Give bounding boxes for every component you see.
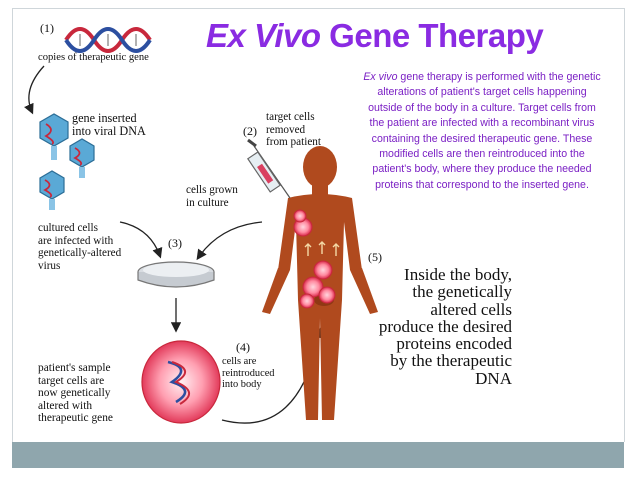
- patient-sample-line: altered with: [38, 399, 93, 412]
- description-italic: Ex vivo: [363, 71, 398, 83]
- cultured-cells-line: genetically-altered: [38, 247, 122, 259]
- step-5-line: proteins encoded: [396, 334, 512, 354]
- virus-icon: [39, 170, 65, 210]
- step-4-line: cells are: [222, 356, 257, 367]
- step-5-line: Inside the body,: [404, 265, 512, 284]
- step-5-line: produce the desired: [378, 316, 512, 336]
- step-4-number: (4): [236, 340, 250, 354]
- step-5-number: (5): [368, 250, 382, 264]
- title-rest: Gene Therapy: [320, 17, 544, 54]
- protein-arrows: [304, 241, 340, 256]
- step-4-line: into body: [222, 379, 262, 390]
- step-2-label: target cells removed from patient: [266, 111, 321, 149]
- step-5-line: DNA: [475, 368, 512, 388]
- patient-sample-line: therapeutic gene: [38, 412, 113, 425]
- step-2-line: removed: [266, 123, 306, 136]
- petri-dish-icon: [137, 261, 215, 288]
- cells-grown-line: in culture: [186, 196, 229, 209]
- step-1-number: (1): [40, 21, 54, 35]
- page-title: Ex Vivo Gene Therapy: [206, 17, 544, 55]
- step-5-line: by the therapeutic: [390, 351, 512, 371]
- step-2-line: target cells: [266, 111, 315, 123]
- cells-grown-line: cells grown: [186, 184, 238, 196]
- step-2-line: from patient: [266, 136, 321, 148]
- human-body-icon: [262, 146, 378, 420]
- patient-sample-label: patient's sample target cells are now ge…: [38, 362, 113, 425]
- step-5-line: the genetically: [412, 282, 512, 302]
- step-3-number: (3): [168, 236, 182, 250]
- virus-icon: [69, 138, 95, 178]
- step-5-line: altered cells: [430, 299, 512, 319]
- patient-sample-line: target cells are: [38, 374, 105, 387]
- patient-sample-line: now genetically: [38, 387, 111, 400]
- cultured-cells-line: cultured cells: [38, 222, 98, 234]
- step-4-line: reintroduced: [222, 367, 275, 379]
- patient-sample-line: patient's sample: [38, 362, 111, 374]
- gene-inserted-line: into viral DNA: [72, 124, 146, 138]
- syringe-icon: [247, 138, 291, 199]
- footer-bar: [12, 442, 624, 468]
- body-cell-icon: [293, 209, 336, 309]
- cells-grown-label: cells grown in culture: [186, 184, 238, 209]
- description-rest: gene therapy is performed with the genet…: [368, 71, 601, 191]
- cultured-cells-line: are infected with: [38, 234, 114, 247]
- cultured-cells-line: virus: [38, 259, 61, 272]
- gene-inserted-line: gene inserted: [72, 111, 137, 125]
- title-italic: Ex Vivo: [206, 17, 321, 54]
- cultured-cells-label: cultured cells are infected with genetic…: [38, 222, 121, 272]
- step-4-label: cells are reintroduced into body: [222, 356, 275, 391]
- modified-cell-icon: [141, 340, 221, 424]
- description-paragraph: Ex vivo gene therapy is performed with t…: [360, 70, 604, 193]
- step-5-label: Inside the body, the genetically altered…: [352, 266, 512, 387]
- step-2-number: (2): [243, 124, 257, 138]
- gene-inserted-label: gene inserted into viral DNA: [72, 112, 146, 138]
- dna-helix-icon: [64, 27, 152, 53]
- virus-icon: [39, 113, 69, 160]
- step-1-label: copies of therapeutic gene: [38, 52, 149, 63]
